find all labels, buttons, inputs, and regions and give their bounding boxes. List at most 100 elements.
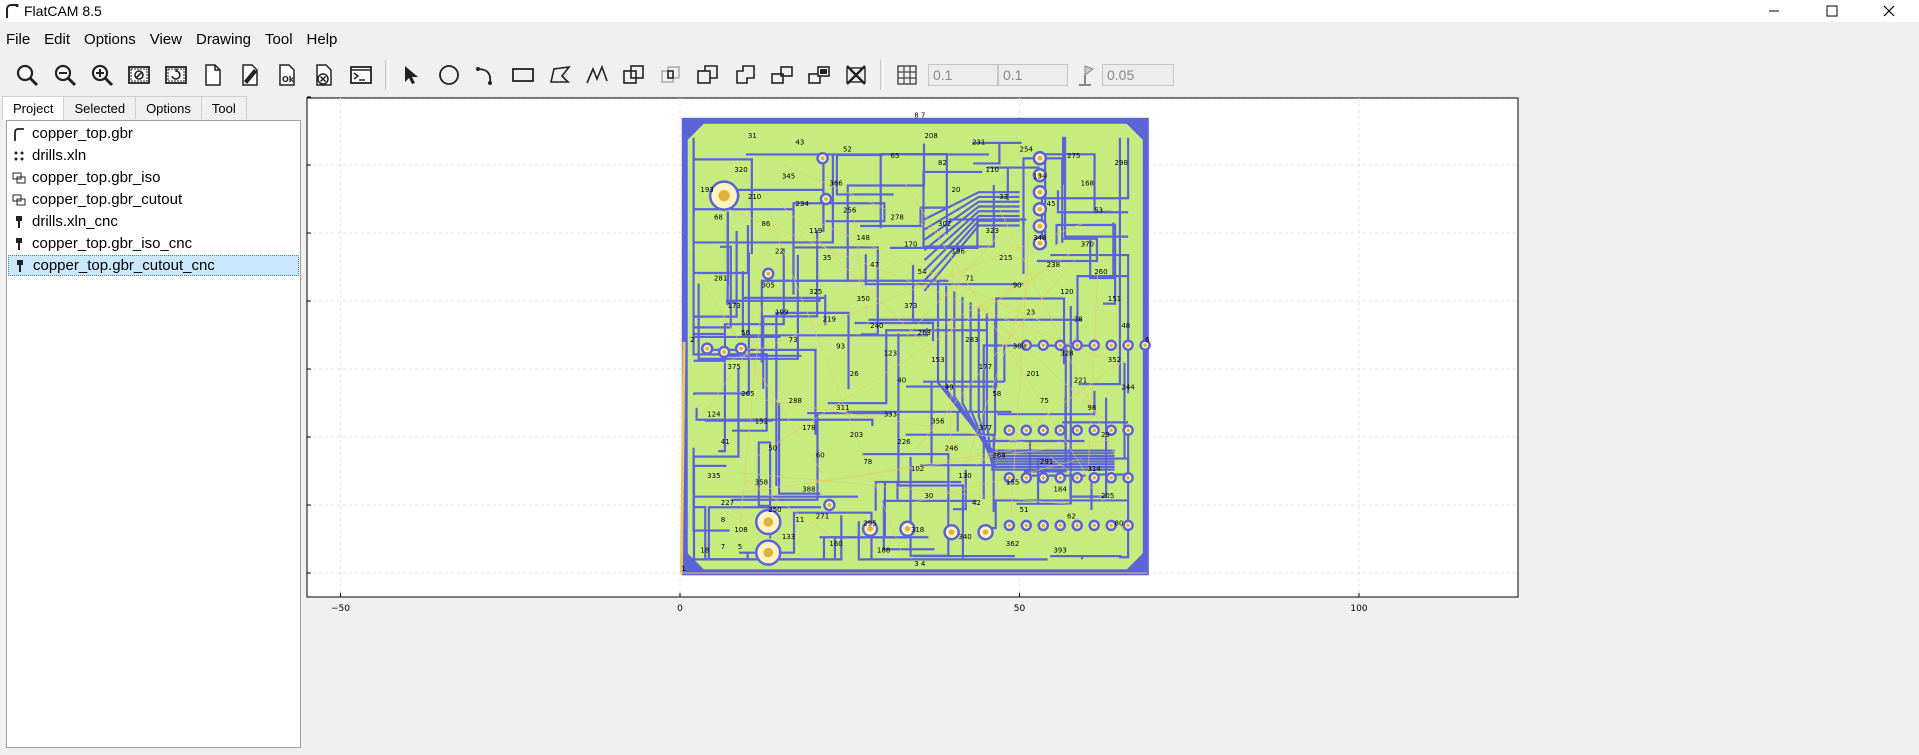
- polygon-icon[interactable]: [545, 60, 575, 90]
- delete-object-icon[interactable]: [309, 60, 339, 90]
- project-item-label: drills.xln_cnc: [32, 213, 118, 230]
- drill-label: 78: [863, 458, 872, 466]
- maximize-icon[interactable]: [1809, 0, 1855, 22]
- drill-label: 148: [857, 234, 870, 242]
- tab-options[interactable]: Options: [135, 96, 202, 119]
- drill-label: 302: [938, 220, 951, 228]
- drill-label: 352: [1108, 356, 1121, 364]
- trace: [693, 359, 726, 453]
- drill-mark: [1109, 523, 1113, 528]
- rectangle-icon[interactable]: [508, 60, 538, 90]
- drill-mark: [1041, 523, 1046, 528]
- trace: [827, 329, 988, 405]
- circle-icon[interactable]: [434, 60, 464, 90]
- window-title: FlatCAM 8.5: [24, 3, 102, 19]
- menu-view[interactable]: View: [149, 31, 182, 48]
- drill-mark: [766, 271, 771, 276]
- project-item[interactable]: copper_top.gbr_cutout: [8, 189, 299, 210]
- move-icon[interactable]: [767, 60, 797, 90]
- drill-mark: [1058, 476, 1063, 480]
- cnc-path: [702, 198, 1121, 366]
- grid-snap-icon[interactable]: [892, 60, 922, 90]
- subtraction-icon[interactable]: [693, 60, 723, 90]
- cnc-path: [679, 341, 686, 574]
- drill-mark: [827, 503, 832, 507]
- tab-selected[interactable]: Selected: [63, 96, 137, 119]
- drill-label: 358: [755, 479, 768, 487]
- replot-icon[interactable]: [161, 60, 191, 90]
- grid-x-input[interactable]: [928, 64, 998, 86]
- drill-label: 199: [775, 309, 788, 317]
- trace: [743, 294, 827, 326]
- drill-label: 62: [1067, 513, 1076, 521]
- project-item[interactable]: drills.xln: [8, 145, 299, 166]
- drill-label: 43: [795, 139, 804, 147]
- project-item-selected[interactable]: copper_top.gbr_cutout_cnc: [8, 255, 299, 276]
- drill-label: 3 4: [914, 560, 926, 568]
- drill-label: 51: [1020, 506, 1029, 514]
- drill-label: 48: [1121, 322, 1130, 330]
- drill-label: 26: [850, 370, 859, 378]
- trace: [1050, 555, 1122, 560]
- tab-project[interactable]: Project: [2, 96, 65, 120]
- menu-tool[interactable]: Tool: [265, 31, 293, 48]
- trace: [692, 464, 727, 560]
- delete-shape-icon[interactable]: [841, 60, 871, 90]
- project-item-label: copper_top.gbr_cutout: [32, 191, 183, 208]
- minimize-icon[interactable]: [1751, 0, 1797, 22]
- drill-label: 210: [748, 193, 761, 201]
- menu-file[interactable]: File: [6, 31, 31, 48]
- snap-max-input[interactable]: [1102, 64, 1174, 86]
- menu-edit[interactable]: Edit: [44, 31, 71, 48]
- drill-label: 340: [958, 533, 971, 541]
- trace: [1036, 237, 1099, 263]
- geometry-icon: [12, 193, 26, 207]
- menu-options[interactable]: Options: [84, 31, 136, 48]
- drill-mark: [1041, 343, 1046, 347]
- drill-mark: [739, 346, 744, 351]
- zoom-fit-icon[interactable]: [12, 60, 42, 90]
- tab-tool[interactable]: Tool: [200, 96, 247, 119]
- grid-y-input[interactable]: [998, 64, 1068, 86]
- snap-corner-icon[interactable]: [1070, 60, 1100, 90]
- menu-drawing[interactable]: Drawing: [195, 31, 252, 48]
- buffer-icon[interactable]: [730, 60, 760, 90]
- menu-help[interactable]: Help: [306, 31, 338, 48]
- intersection-icon[interactable]: [656, 60, 686, 90]
- trace: [923, 191, 1020, 221]
- arc-icon[interactable]: [471, 60, 501, 90]
- drill-label: 231: [972, 139, 985, 147]
- shell-icon[interactable]: [346, 60, 376, 90]
- project-item[interactable]: copper_top.gbr: [8, 123, 299, 144]
- drill-label: 373: [904, 302, 917, 310]
- trace: [923, 344, 1100, 383]
- zoom-in-icon[interactable]: [87, 60, 117, 90]
- project-item[interactable]: copper_top.gbr_iso: [8, 167, 299, 188]
- excellon-icon: [12, 149, 26, 163]
- clear-plot-icon[interactable]: [124, 60, 154, 90]
- drill-label: 366: [829, 179, 843, 187]
- drill-label: 35: [823, 254, 832, 262]
- edit-geometry-icon[interactable]: [235, 60, 265, 90]
- drill-label: 188: [877, 547, 890, 555]
- update-geometry-icon[interactable]: Ok: [272, 60, 302, 90]
- trace: [920, 382, 997, 467]
- project-item[interactable]: copper_top.gbr_iso_cnc: [8, 233, 299, 254]
- drill-label: 362: [1006, 540, 1019, 548]
- cnc-path: [723, 221, 1088, 364]
- drill-label: 54: [918, 268, 927, 276]
- drill-mark: [1024, 476, 1029, 480]
- select-icon[interactable]: [397, 60, 427, 90]
- close-icon[interactable]: [1866, 0, 1912, 22]
- new-project-icon[interactable]: [198, 60, 228, 90]
- drill-mark: [1092, 476, 1096, 480]
- union-icon[interactable]: [619, 60, 649, 90]
- path-icon[interactable]: [582, 60, 612, 90]
- project-item[interactable]: drills.xln_cnc: [8, 211, 299, 232]
- cnc-path: [696, 273, 823, 473]
- copy-icon[interactable]: [804, 60, 834, 90]
- zoom-out-icon[interactable]: [50, 60, 80, 90]
- cnc-path: [975, 361, 1122, 466]
